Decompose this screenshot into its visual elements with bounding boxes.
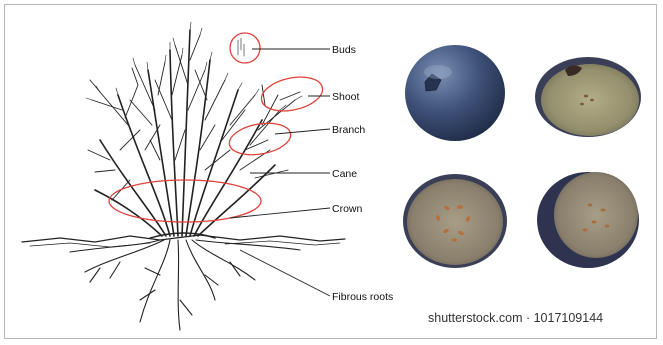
blueberry-half-stem-icon (535, 57, 641, 137)
shoot-circle (258, 72, 325, 116)
blueberry-whole-icon (405, 45, 505, 141)
crown-circle (109, 180, 261, 222)
label-crown: Crown (332, 203, 363, 215)
branches (88, 35, 300, 200)
blueberry-half-seeds-icon (403, 174, 507, 268)
label-branch: Branch (332, 124, 365, 136)
label-shoot: Shoot (332, 91, 360, 103)
blueberry-half-skin-icon (537, 172, 639, 268)
label-buds: Buds (332, 44, 356, 56)
label-fibrous-roots: Fibrous roots (332, 291, 393, 303)
leader-lines (230, 49, 330, 296)
canes (95, 30, 275, 236)
buds-circle (230, 33, 260, 63)
fibrous-roots (70, 240, 300, 330)
label-cane: Cane (332, 168, 357, 180)
ground-line (22, 235, 345, 242)
plant-illustration (22, 22, 345, 330)
watermark-text: shutterstock.com · 1017109144 (428, 311, 603, 325)
highlight-circles (109, 33, 326, 222)
